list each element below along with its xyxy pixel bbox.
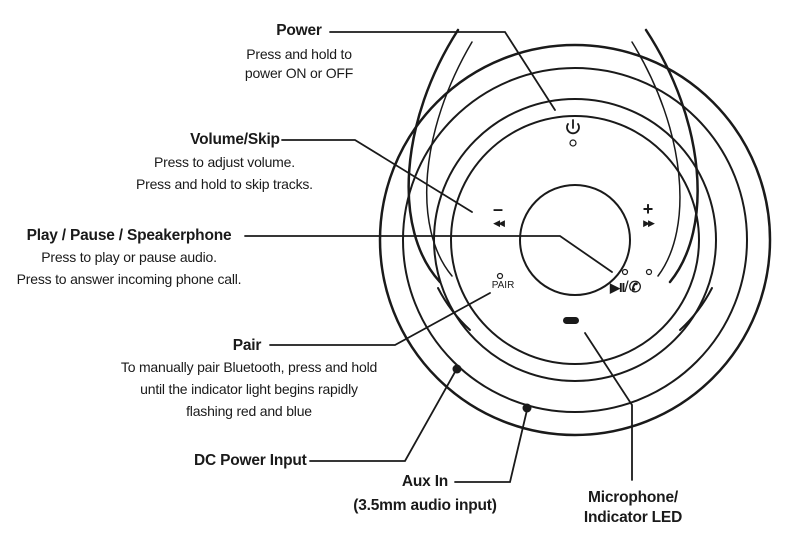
accent-arc-left — [437, 287, 471, 331]
pair-desc-line-2: until the indicator light begins rapidly — [140, 381, 358, 397]
slash-text: / — [624, 279, 629, 296]
volume-skip-callout: Volume/Skip Press to adjust volume. Pres… — [120, 131, 360, 195]
pair-leader — [269, 292, 491, 346]
power-desc-line-1: Press and hold to — [246, 46, 352, 62]
power-desc-line-2: power ON or OFF — [244, 65, 354, 81]
microphone-title-line-1: Microphone/ — [588, 489, 678, 506]
accent-arc-right — [679, 287, 713, 331]
power-icon — [566, 119, 580, 135]
volume-down-control: – ◀◀ — [486, 199, 510, 229]
aux-in-title: Aux In — [401, 473, 449, 490]
aux-in-callout: Aux In (3.5mm audio input) — [340, 473, 510, 515]
play-pause-icon: ▶II — [610, 280, 625, 295]
control-panel-ring — [450, 115, 700, 365]
microphone-title-line-2: Indicator LED — [583, 509, 683, 526]
power-leader — [329, 31, 556, 111]
volume-desc-line-2: Press and hold to skip tracks. — [136, 176, 313, 192]
play-led — [621, 268, 629, 276]
play-pause-callout: Play / Pause / Speakerphone Press to pla… — [6, 227, 252, 290]
headband-right-inner — [631, 41, 681, 277]
play-desc-line-1: Press to play or pause audio. — [41, 249, 217, 265]
pair-label: PAIR — [491, 280, 515, 291]
play-pause-control: ▶II/✆ — [610, 279, 670, 297]
headband-left — [407, 28, 460, 284]
volume-skip-title: Volume/Skip — [190, 131, 280, 148]
earcup-outer-ring — [378, 43, 772, 437]
microphone-slot — [563, 317, 579, 324]
next-track-icon: ▶▶ — [643, 218, 655, 228]
previous-track-icon: ◀◀ — [493, 218, 505, 228]
pair-title: Pair — [232, 337, 262, 354]
dc-leader — [309, 371, 456, 462]
aux-port-dot — [522, 403, 532, 413]
pair-led — [496, 272, 504, 280]
power-callout: Power Press and hold to power ON or OFF — [238, 22, 360, 83]
phone-icon: ✆ — [628, 279, 642, 296]
volume-desc-line-1: Press to adjust volume. — [154, 154, 295, 170]
headband-left-inner — [425, 41, 473, 277]
pair-desc-line-3: flashing red and blue — [186, 403, 312, 419]
volume-leader — [281, 139, 473, 213]
play-leader — [244, 235, 613, 273]
microphone-callout: Microphone/ Indicator LED — [578, 488, 688, 528]
aux-leader — [454, 409, 528, 483]
headband-right — [644, 28, 699, 284]
power-title: Power — [276, 22, 322, 39]
earcup-third-ring — [433, 98, 717, 382]
pair-callout: Pair To manually pair Bluetooth, press a… — [104, 337, 394, 422]
power-led — [569, 139, 577, 147]
center-disc — [519, 184, 631, 296]
aux-in-subtitle: (3.5mm audio input) — [353, 497, 497, 514]
earcup-second-ring — [402, 67, 748, 413]
dc-power-title: DC Power Input — [194, 452, 307, 469]
mic-leader — [584, 332, 633, 481]
minus-symbol: – — [492, 199, 503, 219]
pair-desc-line-1: To manually pair Bluetooth, press and ho… — [120, 359, 378, 375]
phone-led — [645, 268, 653, 276]
plus-symbol: + — [642, 199, 654, 219]
dc-port-dot — [452, 364, 462, 374]
play-pause-title: Play / Pause / Speakerphone — [26, 227, 232, 244]
play-desc-line-2: Press to answer incoming phone call. — [16, 271, 242, 287]
volume-up-control: + ▶▶ — [636, 199, 660, 229]
